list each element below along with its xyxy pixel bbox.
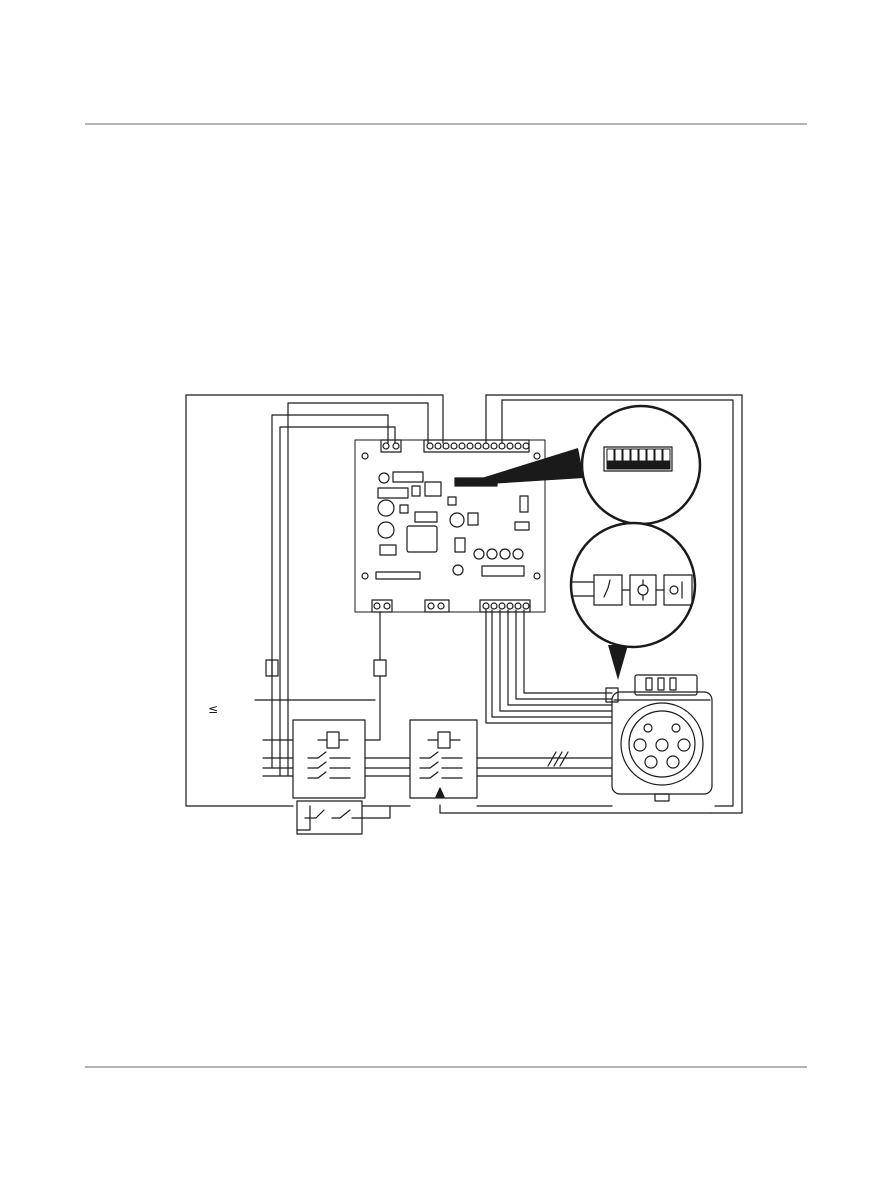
contactor-right	[410, 720, 477, 798]
dip-switch-detail	[456, 406, 700, 524]
contactor-left	[293, 720, 365, 798]
auxiliary-switch	[297, 801, 362, 834]
bottom-terminals	[372, 600, 530, 612]
connector-detail	[571, 523, 695, 680]
fuse-right	[374, 660, 386, 676]
controller-board	[355, 440, 545, 612]
charging-socket	[606, 675, 712, 801]
phase-marking	[548, 752, 568, 766]
mains-symbol: ≤	[208, 702, 218, 716]
top-terminals	[381, 440, 529, 452]
